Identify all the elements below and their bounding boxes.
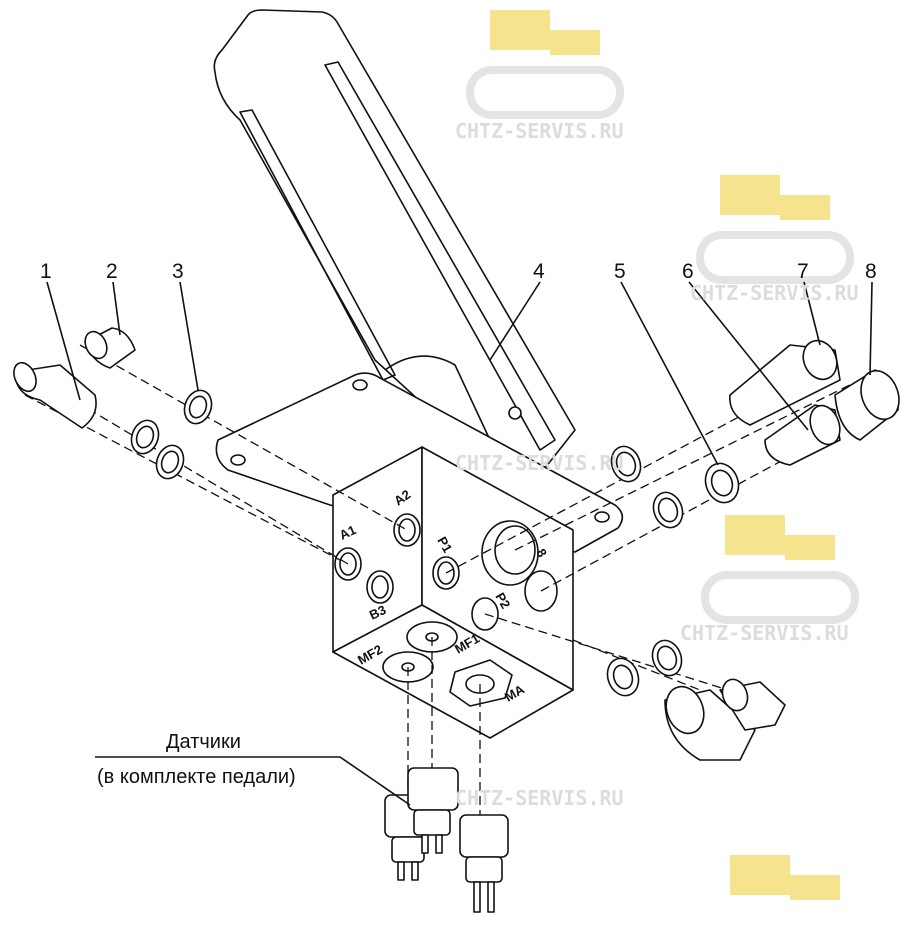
watermark-text-group: CHTZ-SERVIS.RU CHTZ-SERVIS.RU CHTZ-SERVI… [455,119,859,810]
watermark-text: CHTZ-SERVIS.RU [455,451,624,475]
seal-rings-left [130,419,185,480]
callouts: 1 2 3 4 5 6 7 8 [40,260,877,806]
callout-3: 3 [172,260,184,283]
sensor [459,814,509,913]
callout-7: 7 [797,260,809,283]
watermark-text: CHTZ-SERVIS.RU [690,281,859,305]
pedal-lever [213,9,576,471]
port-label-p1: P1 [434,534,455,555]
fitting-6 [764,404,841,466]
fitting-7 [729,339,841,426]
seal-ring-3 [183,389,213,425]
pressure-sensors [384,767,509,913]
seal-rings-right [606,445,740,697]
watermark-bulldozer-logo [466,10,624,119]
valve-block [332,446,574,739]
port-label-p2: P2 [492,590,513,611]
watermark-bulldozer-logo [730,855,840,900]
callout-2: 2 [106,260,118,283]
port-label-b3: B3 [367,602,388,623]
fitting-2 [84,327,136,369]
callout-1: 1 [40,260,52,283]
sensors-caption-title: Датчики [166,731,241,753]
watermark-logo-group [466,10,859,900]
fitting-1 [13,361,97,429]
callout-5: 5 [614,260,626,283]
fitting-8-plug [834,369,900,441]
callout-6: 6 [682,260,694,283]
watermark-text: CHTZ-SERVIS.RU [455,119,624,143]
sensor [407,767,459,854]
watermark-bulldozer-logo [696,175,854,284]
callout-8: 8 [865,260,877,283]
port-label-a1: A1 [337,522,358,543]
watermark-bulldozer-logo [701,515,859,624]
watermark-text: CHTZ-SERVIS.RU [455,786,624,810]
fittings-lower-right [664,678,786,761]
watermark-text: CHTZ-SERVIS.RU [680,621,849,645]
sensors-caption-subtitle: (в комплекте педали) [97,766,296,788]
callout-4: 4 [533,260,545,283]
